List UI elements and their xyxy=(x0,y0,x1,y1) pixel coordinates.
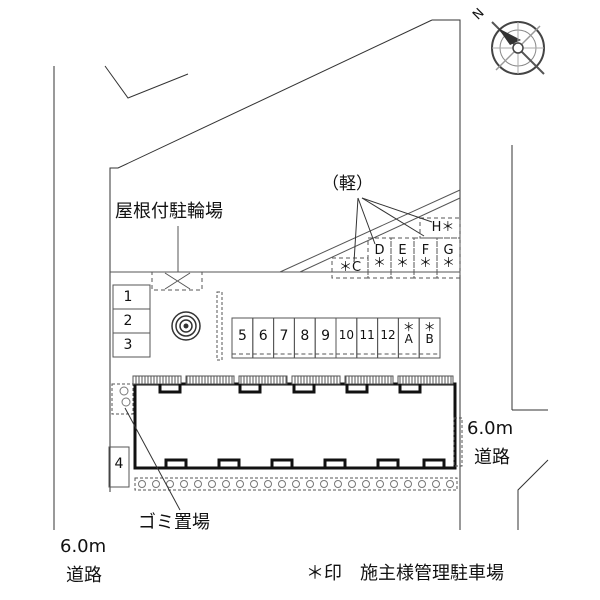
parking-bottom-slot-label: 7 xyxy=(279,328,289,344)
parking-bottom-slot-box xyxy=(418,317,441,359)
parking-bottom-slot-label: ＊ B xyxy=(423,320,436,346)
hedge-right xyxy=(453,417,463,467)
neighbor-boundary xyxy=(104,65,189,99)
hedge-dot xyxy=(138,480,146,488)
parking-upper-slot-label: D ＊ xyxy=(372,243,386,271)
hedge-dot xyxy=(292,480,300,488)
legend-label: ＊印 施主様管理駐車場 xyxy=(306,563,504,584)
diagonal-line-2 xyxy=(299,197,461,273)
hedge-dot xyxy=(278,480,286,488)
parking-upper-slot-label: ＊C xyxy=(338,260,362,275)
kei-leaders xyxy=(353,197,433,263)
parking-slot-h: H＊ xyxy=(431,220,455,235)
kei-label: （軽） xyxy=(322,174,373,194)
parking-upper-slot-label: E ＊ xyxy=(395,243,409,271)
hedge-dot xyxy=(362,480,370,488)
hedge-bottom xyxy=(134,477,458,491)
hedge-dot xyxy=(432,480,440,488)
hedge-dot xyxy=(250,480,258,488)
hedge-dot xyxy=(348,480,356,488)
parking-left-boxes xyxy=(112,284,151,358)
parking-h-box xyxy=(419,217,461,239)
parking-bottom-slot-label: 12 xyxy=(380,328,396,342)
hedge-dot xyxy=(390,480,398,488)
parking-bottom-slot-label: 8 xyxy=(300,328,310,344)
bicycle-parking-area xyxy=(151,271,203,291)
parking-bottom-slot-label: 6 xyxy=(258,328,268,344)
parking-upper-slot-label: G ＊ xyxy=(441,243,455,271)
hedge-dot xyxy=(236,480,244,488)
hedge-dot xyxy=(320,480,328,488)
road-left-name: 道路 xyxy=(66,565,102,586)
road-left-width: 6.0m xyxy=(60,536,107,557)
hedge-dot xyxy=(334,480,342,488)
hedge-dot xyxy=(446,480,454,488)
building xyxy=(132,375,457,470)
garbage-leader xyxy=(124,407,181,511)
parking-slot-3: 3 xyxy=(123,337,133,353)
hedge-dot xyxy=(152,480,160,488)
hedge-dot xyxy=(208,480,216,488)
compass-icon xyxy=(491,21,545,75)
parking-upper-slot-box xyxy=(436,237,461,279)
bicycle-parking-label: 屋根付駐輪場 xyxy=(115,201,223,222)
site-boundary-top xyxy=(109,19,433,492)
parking-slot-2: 2 xyxy=(123,313,133,329)
garbage-hedge xyxy=(111,383,134,415)
hedge-dot xyxy=(376,480,384,488)
parking-upper-slot-label: F ＊ xyxy=(418,243,432,271)
parking-upper-slot-box xyxy=(331,257,369,279)
parking-slot-4: 4 xyxy=(114,456,124,472)
hedge-dot xyxy=(222,480,230,488)
road-right-line-lower xyxy=(517,459,549,530)
parking-bottom-slot-label: 5 xyxy=(237,328,247,344)
garbage-label: ゴミ置場 xyxy=(138,512,210,533)
parking-bottom-slot-label: 10 xyxy=(338,328,355,342)
parking-upper-row xyxy=(331,237,461,279)
parking-bottom-slot-label: 11 xyxy=(359,328,375,342)
parking-slot-1: 1 xyxy=(123,289,133,305)
hedge-dot xyxy=(264,480,272,488)
hedge-dot xyxy=(306,480,314,488)
drain-icon xyxy=(171,311,201,341)
hedge-dot xyxy=(418,480,426,488)
parking-bottom-slot-label: ＊ A xyxy=(402,320,415,346)
parking-bottom-row xyxy=(231,317,441,359)
parking-bottom-slot-label: 9 xyxy=(321,328,331,344)
hedge-vertical xyxy=(216,291,223,361)
site-boundary-right xyxy=(432,19,461,530)
road-right-name: 道路 xyxy=(474,447,510,468)
hedge-dot xyxy=(404,480,412,488)
road-right-width: 6.0m xyxy=(467,418,514,439)
parking-4-box xyxy=(108,446,130,488)
bicycle-x-2 xyxy=(164,272,191,290)
hedge-dot xyxy=(180,480,188,488)
hedge-dot xyxy=(194,480,202,488)
